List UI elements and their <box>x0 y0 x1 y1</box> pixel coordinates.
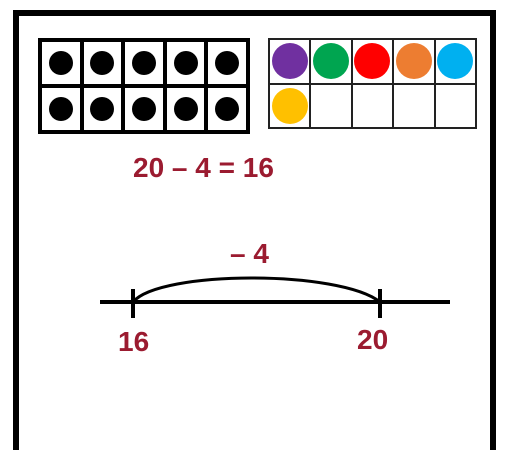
colored-counter <box>271 87 308 124</box>
ten-frame-cell <box>125 88 163 130</box>
subtraction-equation: 20 – 4 = 16 <box>133 152 274 183</box>
colored-counter <box>313 43 350 80</box>
ten-frame-full <box>38 38 250 134</box>
ten-frame-cell <box>435 40 475 83</box>
ten-frame-cell <box>394 84 434 127</box>
black-counter <box>48 51 73 75</box>
ten-frame-cell <box>83 88 122 130</box>
black-counter <box>48 97 73 121</box>
colored-counter <box>395 43 432 80</box>
ten-frame-cell <box>352 84 393 127</box>
ten-frame-cell <box>352 40 393 83</box>
ten-frame-cell <box>42 42 80 84</box>
ten-frame-cell <box>208 42 246 84</box>
black-counter <box>215 51 240 75</box>
ten-frame-colored <box>268 38 477 129</box>
colored-counter <box>271 43 308 80</box>
ten-frame-cell <box>394 40 434 83</box>
colored-counter <box>354 43 391 80</box>
ten-frame-cell <box>166 42 205 84</box>
black-counter <box>131 51 156 75</box>
ten-frame-cell <box>311 84 351 127</box>
ten-frame-cell <box>270 40 310 83</box>
jump-arc <box>131 276 381 304</box>
black-counter <box>131 97 156 121</box>
tick-label-end: 20 <box>357 324 389 355</box>
black-counter <box>173 51 198 75</box>
ten-frame-cell <box>208 88 246 130</box>
ten-frame-cell <box>42 88 80 130</box>
ten-frame-cell <box>125 42 163 84</box>
tick-label-start: 16 <box>118 326 150 357</box>
black-counter <box>173 97 198 121</box>
colored-counter <box>437 43 474 80</box>
ten-frame-cell <box>435 84 475 127</box>
ten-frame-cell <box>270 84 310 127</box>
black-counter <box>215 97 240 121</box>
ten-frame-cell <box>311 40 351 83</box>
ten-frame-cell <box>83 42 122 84</box>
black-counter <box>90 51 115 75</box>
jump-label: – 4 <box>230 238 269 269</box>
ten-frame-cell <box>166 88 205 130</box>
black-counter <box>90 97 115 121</box>
